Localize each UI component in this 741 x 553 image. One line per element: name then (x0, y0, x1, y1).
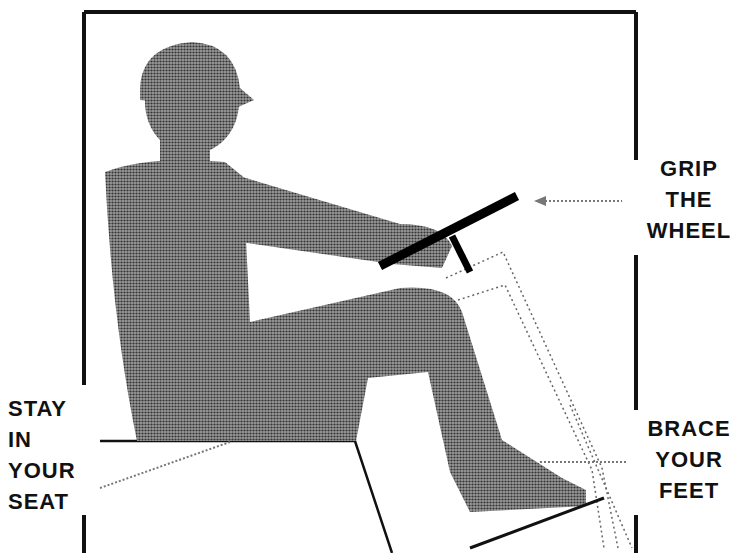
instruction-label: STAY IN YOUR SEAT (6, 393, 78, 517)
steering-wheel (380, 196, 517, 272)
floor-pedal (470, 498, 604, 548)
leader-arrowhead (534, 196, 546, 206)
driver-silhouette (105, 42, 586, 512)
frame (84, 12, 636, 553)
leader-line (100, 201, 626, 488)
instruction-label: GRIP THE WHEEL (645, 153, 733, 246)
seat (100, 441, 392, 553)
instruction-label: BRACE YOUR FEET (645, 413, 732, 506)
